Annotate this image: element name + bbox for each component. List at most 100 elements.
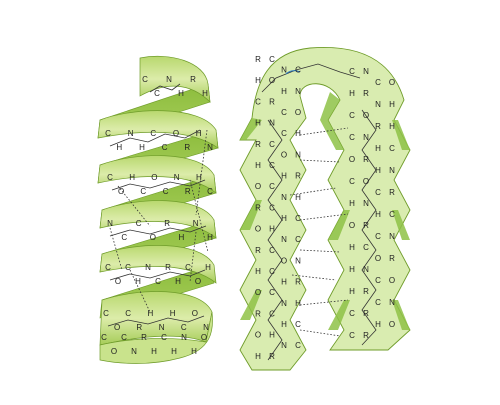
atom-label: C: [162, 143, 168, 152]
atom-label: C: [349, 331, 355, 340]
atom-label: H: [116, 143, 122, 152]
atom-label: C: [269, 309, 275, 318]
atom-label: N: [281, 66, 287, 75]
atom-label: R: [165, 263, 171, 272]
atom-label: H: [171, 347, 177, 356]
beta-sheet-ribbon: [239, 46, 411, 371]
atom-label: C: [295, 235, 301, 244]
atom-label: N: [295, 87, 301, 96]
helix-front-strips: [97, 55, 219, 364]
atom-label: N: [363, 133, 369, 142]
atom-label: C: [375, 298, 381, 307]
atom-label: O: [114, 323, 120, 332]
atom-label: C: [375, 78, 381, 87]
atom-label: R: [255, 203, 261, 212]
atom-label: H: [349, 243, 355, 252]
atom-label: H: [255, 119, 261, 128]
atom-label: H: [375, 320, 381, 329]
atom-label: N: [131, 347, 137, 356]
beta-hydrogen-bonds: [289, 127, 349, 337]
atom-label: R: [136, 323, 142, 332]
atom-label: R: [255, 55, 261, 64]
atom-label: C: [136, 219, 142, 228]
atom-label: O: [192, 309, 198, 318]
atom-label: C: [349, 309, 355, 318]
atom-label: H: [202, 89, 208, 98]
atom-label: H: [349, 287, 355, 296]
atom-label: H: [255, 267, 261, 276]
atom-label: H: [349, 89, 355, 98]
atom-label: O: [295, 108, 301, 117]
atom-label: R: [375, 122, 381, 131]
atom-label: O: [173, 129, 179, 138]
atom-label: N: [281, 299, 287, 308]
atom-label: C: [181, 323, 187, 332]
atom-label: C: [295, 341, 301, 350]
atom-label: H: [175, 277, 181, 286]
atom-label: R: [389, 254, 395, 263]
atom-label: H: [170, 309, 176, 318]
atom-label: C: [125, 309, 131, 318]
atom-label: H: [255, 352, 261, 361]
atom-label: O: [201, 333, 207, 342]
atom-label: C: [281, 108, 287, 117]
atom-label: H: [255, 76, 261, 85]
atom-label: C: [269, 182, 275, 191]
atom-label: H: [255, 161, 261, 170]
atom-label: O: [389, 78, 395, 87]
atom-label: C: [349, 177, 355, 186]
atom-label: C: [349, 111, 355, 120]
atom-label: C: [269, 267, 275, 276]
atom-label: N: [269, 119, 275, 128]
atom-label: R: [184, 143, 190, 152]
atom-label: H: [196, 129, 202, 138]
atom-label: R: [363, 287, 369, 296]
atom-label: O: [255, 331, 261, 340]
atom-label: C: [161, 333, 167, 342]
atom-label: C: [269, 161, 275, 170]
atom-label: R: [255, 309, 261, 318]
atom-label: O: [255, 288, 261, 297]
atom-label: O: [269, 76, 275, 85]
atom-label: H: [349, 199, 355, 208]
atom-label: C: [121, 233, 127, 242]
atom-label: C: [155, 277, 161, 286]
atom-label: H: [281, 320, 287, 329]
atom-label: H: [178, 89, 184, 98]
atom-label: O: [118, 187, 124, 196]
atom-label: H: [281, 214, 287, 223]
atom-label: O: [389, 320, 395, 329]
atom-label: C: [163, 187, 169, 196]
atom-label: R: [185, 187, 191, 196]
atom-label: C: [125, 263, 131, 272]
atom-label: R: [269, 352, 275, 361]
atom-label: R: [141, 333, 147, 342]
atom-label: R: [269, 97, 275, 106]
atom-label: C: [295, 214, 301, 223]
atom-label: H: [191, 347, 197, 356]
atom-label: R: [295, 278, 301, 287]
atom-label: H: [349, 265, 355, 274]
atom-label: H: [375, 166, 381, 175]
atom-label: N: [145, 263, 151, 272]
atom-label: H: [207, 233, 213, 242]
atom-label: C: [207, 187, 213, 196]
atom-label: O: [389, 276, 395, 285]
atom-label: C: [142, 75, 148, 84]
atom-label: C: [105, 263, 111, 272]
atom-label: R: [190, 75, 196, 84]
peptide-bond-highlight: [285, 70, 301, 75]
atom-label: R: [295, 172, 301, 181]
alpha-helix: CCNHRHCHNHCCORHNCOHCOCNRHCNCCORHNHCOCHNC…: [97, 55, 219, 364]
atom-label: C: [105, 129, 111, 138]
atom-label: O: [195, 277, 201, 286]
atom-label: N: [193, 219, 199, 228]
atom-label: O: [151, 173, 157, 182]
atom-label: N: [107, 219, 113, 228]
atom-label: C: [375, 232, 381, 241]
atom-label: C: [349, 133, 355, 142]
atom-label: O: [281, 256, 287, 265]
helix-backbone: [107, 83, 207, 327]
